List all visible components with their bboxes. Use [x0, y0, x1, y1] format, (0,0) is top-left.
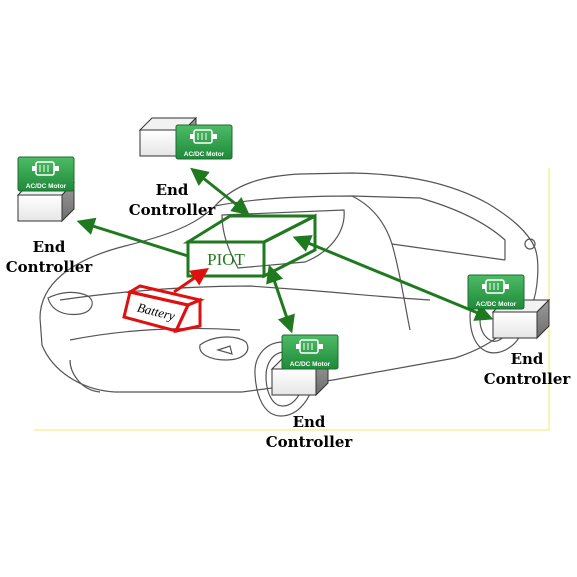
motor-unit-top: AC/DC Motor: [139, 117, 233, 160]
link-top-left-controller: [76, 217, 189, 258]
end-controller-label-front: End Controller: [262, 412, 356, 452]
motor-badge-rear: AC/DC Motor: [467, 274, 525, 310]
motor-badge-label: AC/DC Motor: [476, 301, 517, 308]
end-controller-line1: End: [292, 413, 326, 431]
motor-badge-label: AC/DC Motor: [184, 151, 225, 158]
piot-hub: [182, 213, 317, 279]
end-controller-label-top: End Controller: [127, 180, 217, 220]
end-controller-line2: Controller: [483, 370, 571, 388]
end-controller-label-rear: End Controller: [481, 349, 573, 389]
end-controller-line2: Controller: [265, 433, 353, 451]
end-controller-label-left: End Controller: [2, 237, 96, 277]
end-controller-line1: End: [155, 181, 189, 199]
battery-box: [122, 284, 205, 334]
green-links: [76, 167, 494, 334]
motor-unit-left: AC/DC Motor: [17, 156, 75, 222]
motor-badge-label: AC/DC Motor: [290, 361, 331, 368]
battery-link: [173, 267, 209, 294]
end-controller-line2: Controller: [128, 201, 216, 219]
link-front-wheel-controller: [266, 264, 295, 334]
battery-label: Battery: [136, 300, 177, 324]
end-controller-line1: End: [510, 350, 544, 368]
end-controller-line1: End: [32, 238, 66, 256]
piot-label: PIOT: [207, 250, 245, 269]
motor-unit-front-wheel: AC/DC Motor: [271, 334, 339, 396]
frame-border: [34, 168, 550, 431]
link-top-controller: [190, 167, 250, 216]
motor-badge-label: AC/DC Motor: [26, 183, 67, 190]
link-rear-controller: [292, 235, 494, 321]
end-controller-line2: Controller: [5, 258, 93, 276]
